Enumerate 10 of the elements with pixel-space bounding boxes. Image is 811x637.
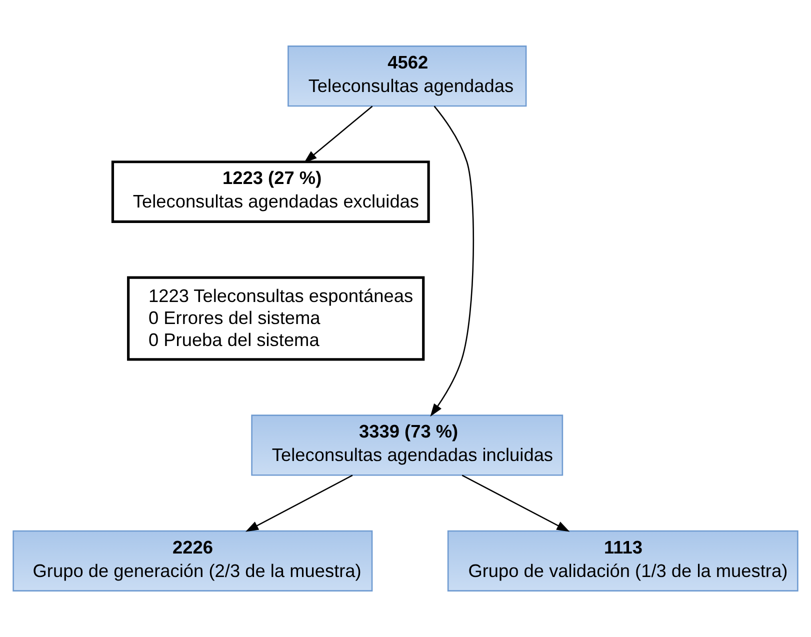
arrow (462, 474, 570, 532)
node-box: 2226 Grupo de generación (2/3 de la muestra) (12, 530, 373, 592)
node-box: 1223 (27 %) Teleconsultas agendadas excluidas (111, 160, 430, 223)
arrow (304, 106, 373, 163)
node-box: 4562 Teleconsultas agendadas (288, 46, 527, 107)
arrow (246, 474, 353, 532)
node-box: 3339 (73 %) Teleconsultas agendadas incluidas (251, 414, 564, 476)
node-box: 1223 Teleconsultas espontáneas 0 Errores del sistema 0 Prueba del sistema (127, 276, 425, 361)
arrow (430, 106, 474, 417)
node-box: 1113 Grupo de validación (1/3 de la muestra) (447, 530, 798, 592)
